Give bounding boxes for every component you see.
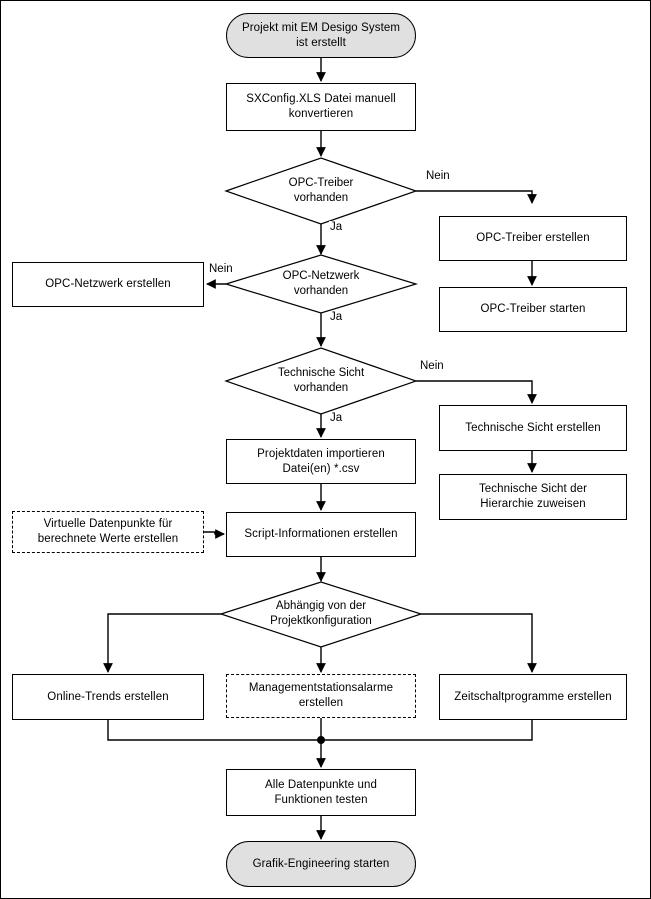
edge-techviewdecision-no	[416, 380, 537, 404]
node-mgmtalarms-line2: erstellen	[298, 697, 344, 709]
node-scriptinfo-label: Script-Informationen erstellen	[244, 528, 398, 540]
merge-junction-dot	[317, 736, 325, 744]
node-technische-sicht-create[interactable]: Technische Sicht erstellen	[439, 405, 627, 451]
decision-shape-technische-sicht	[224, 347, 418, 415]
edge-label-network-nein: Nein	[208, 263, 234, 276]
edge-configdecision-right	[421, 613, 537, 673]
node-import-line1: Projektdaten importieren	[257, 447, 385, 460]
edge-label-techview-nein: Nein	[419, 360, 445, 373]
node-virtualpoints-line1: Virtuelle Datenpunkte für	[43, 518, 173, 530]
node-convert-line1: SXConfig.XLS Datei manuell	[246, 93, 396, 105]
node-timeprograms-label: Zeitschaltprogramme erstellen	[454, 690, 612, 703]
node-testall-line1: Alle Datenpunkte und	[265, 778, 377, 791]
node-online-trends[interactable]: Online-Trends erstellen	[12, 674, 204, 720]
node-onlinetrends-label: Online-Trends erstellen	[47, 690, 169, 703]
node-techviewassign-line2: Hierarchie zuweisen	[480, 498, 586, 510]
node-opc-driver-create[interactable]: OPC-Treiber erstellen	[439, 216, 627, 261]
edge-driverdecision-no	[416, 190, 537, 204]
edge-label-techview-ja: Ja	[329, 412, 344, 425]
edge-label-driver-nein: Nein	[425, 170, 451, 183]
decision-shape-opc-driver	[224, 157, 418, 225]
node-end-label: Grafik-Engineering starten	[252, 857, 390, 870]
node-managementstationsalarme[interactable]: Managementstationsalarme erstellen	[226, 674, 416, 718]
decision-shape-projektkonfiguration	[219, 581, 423, 648]
node-script-informationen[interactable]: Script-Informationen erstellen	[226, 512, 416, 557]
node-driverstart-label: OPC-Treiber starten	[480, 303, 586, 315]
node-zeitschaltprogramme[interactable]: Zeitschaltprogramme erstellen	[439, 674, 627, 720]
node-virtualpoints-line2: berechnete Werte erstellen	[37, 533, 179, 545]
edge-configdecision-left	[103, 613, 221, 673]
node-convert-line2: konvertieren	[288, 108, 354, 120]
node-opc-network-create[interactable]: OPC-Netzwerk erstellen	[12, 262, 204, 307]
node-mgmtalarms-line1: Managementstationsalarme	[248, 682, 394, 694]
node-opc-driver-start[interactable]: OPC-Treiber starten	[439, 287, 627, 332]
node-testall-line2: Funktionen testen	[274, 793, 368, 806]
node-end-terminator[interactable]: Grafik-Engineering starten	[226, 841, 416, 887]
edge-label-driver-ja: Ja	[329, 221, 344, 234]
edge-virtualpoints-to-scriptinfo	[204, 529, 225, 539]
node-start-line1: Projekt mit EM Desigo System	[241, 21, 401, 34]
node-networkcreate-label: OPC-Netzwerk erstellen	[45, 278, 171, 290]
node-start-terminator[interactable]: Projekt mit EM Desigo System ist erstellt	[226, 13, 416, 58]
decision-shape-opc-network	[223, 254, 419, 314]
node-virtuelle-datenpunkte[interactable]: Virtuelle Datenpunkte für berechnete Wert…	[12, 511, 204, 553]
node-drivercreate-label: OPC-Treiber erstellen	[476, 232, 590, 244]
node-start-line2: ist erstellt	[296, 36, 346, 49]
node-sxconfig-convert[interactable]: SXConfig.XLS Datei manuell konvertieren	[226, 83, 416, 131]
edge-label-network-ja: Ja	[329, 311, 344, 324]
node-techviewassign-line1: Technische Sicht der	[478, 483, 588, 495]
node-import-line2: Datei(en) *.csv	[282, 462, 360, 475]
node-techviewcreate-label: Technische Sicht erstellen	[465, 421, 601, 434]
